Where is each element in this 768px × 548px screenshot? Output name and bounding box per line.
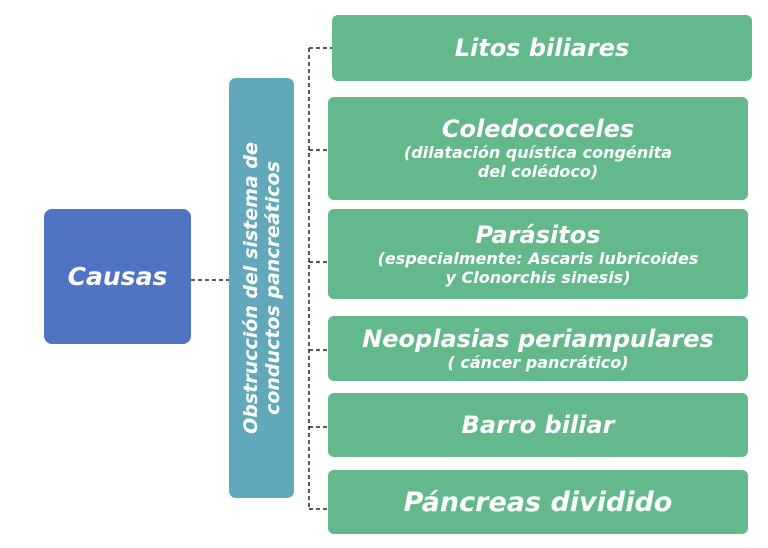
cause-item: Coledococeles (dilatación quística congé…	[328, 97, 748, 200]
cause-title: Barro biliar	[461, 410, 615, 439]
cause-subtitle: y Clonorchis sinesis)	[445, 267, 631, 287]
group-label: Obstrucción del sistema de conductos pan…	[240, 142, 284, 434]
root-node: Causas	[44, 209, 191, 344]
cause-subtitle: del colédoco)	[477, 162, 599, 181]
root-label: Causas	[67, 262, 168, 291]
cause-title: Parásitos	[475, 220, 601, 249]
group-node: Obstrucción del sistema de conductos pan…	[229, 78, 294, 498]
group-label-line1: Obstrucción del sistema de	[239, 142, 262, 434]
cause-title: Neoplasias periampulares	[362, 324, 714, 353]
cause-item: Parásitos (especialmente: Ascaris lubric…	[328, 209, 748, 299]
cause-item: Neoplasias periampulares ( cáncer pancrá…	[328, 316, 748, 381]
cause-item: Páncreas dividido	[328, 470, 748, 534]
cause-title: Coledococeles	[441, 115, 635, 143]
group-label-line2: conductos pancreáticos	[261, 161, 284, 415]
cause-item: Litos biliares	[332, 15, 752, 81]
cause-subtitle: ( cáncer pancrático)	[447, 352, 629, 372]
cause-title: Páncreas dividido	[403, 486, 673, 518]
cause-title: Litos biliares	[454, 33, 630, 62]
cause-item: Barro biliar	[328, 393, 748, 457]
cause-subtitle: (especialmente: Ascaris lubricoides	[377, 248, 699, 268]
cause-subtitle: (dilatación quística congénita	[403, 143, 673, 162]
